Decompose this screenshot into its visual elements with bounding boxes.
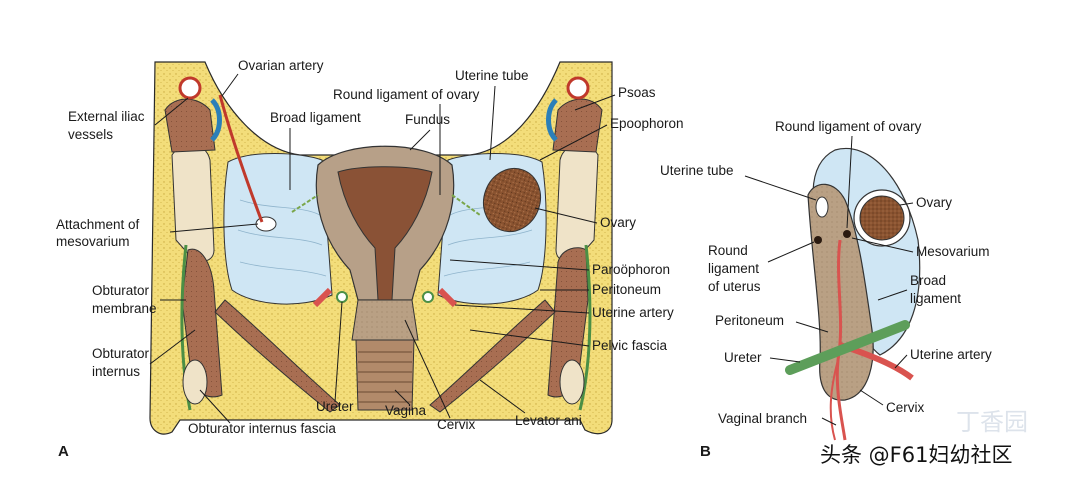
uterine-artery-left — [312, 287, 333, 308]
label-broad-ligament: Broad ligament — [270, 110, 361, 125]
label-external-iliac-2: vessels — [68, 127, 113, 142]
ovarian-artery-vessel — [218, 94, 264, 223]
label-paroophoron: Paroöphoron — [592, 262, 670, 277]
ovary-right — [483, 167, 541, 233]
label-psoas: Psoas — [618, 85, 656, 100]
round-ligament-uterus-b — [814, 236, 822, 244]
mesovarium-attachment — [255, 216, 277, 232]
label-b-cervix: Cervix — [886, 400, 925, 415]
label-obturator-internus-fascia: Obturator internus fascia — [188, 421, 336, 436]
left-iliac-vein — [210, 98, 222, 142]
source-watermark: 头条 @F61妇幼社区 — [820, 443, 1012, 467]
label-obturator-membrane-1: Obturator — [92, 283, 150, 298]
faint-logo-watermark: 丁香园 — [956, 408, 1028, 436]
broad-ligament-left — [223, 153, 333, 305]
label-b-broad-ligament-1: Broad — [910, 273, 946, 288]
label-b-round-lig-uterus-2: ligament — [708, 261, 759, 276]
vagina-rugae — [358, 351, 412, 403]
panel-a-leaders — [149, 73, 616, 424]
label-attachment-2: mesovarium — [56, 234, 130, 249]
label-fundus: Fundus — [405, 112, 450, 127]
label-b-ureter: Ureter — [724, 350, 762, 365]
label-b-uterine-artery: Uterine artery — [910, 347, 992, 362]
ureter-left — [336, 291, 348, 303]
left-levator-ani — [214, 299, 341, 413]
label-obturator-internus-2: internus — [92, 364, 140, 379]
label-b-mesovarium: Mesovarium — [916, 244, 990, 259]
label-b-peritoneum: Peritoneum — [715, 313, 784, 328]
label-b-broad-ligament-2: ligament — [910, 291, 961, 306]
label-b-uterine-tube: Uterine tube — [660, 163, 734, 178]
panel-a-labels: Ovarian artery External iliac vessels Br… — [56, 58, 684, 460]
panel-b-illustration — [785, 147, 921, 441]
left-ischium — [182, 359, 208, 405]
right-ischium — [559, 359, 585, 405]
panel-a-illustration — [149, 61, 613, 435]
label-vagina: Vagina — [385, 403, 427, 418]
label-uterine-artery: Uterine artery — [592, 305, 674, 320]
panel-b-labels: Round ligament of ovary Uterine tube Ova… — [660, 119, 992, 460]
broad-ligament-folds — [237, 199, 533, 277]
label-ovarian-artery: Ovarian artery — [238, 58, 324, 73]
left-psoas — [164, 98, 216, 153]
uterine-artery-b-vessel — [835, 239, 847, 441]
label-b-round-lig-uterus-1: Round — [708, 243, 748, 258]
label-ureter: Ureter — [316, 399, 354, 414]
round-ligament-ovary-b — [843, 230, 851, 238]
vagina-shape — [355, 339, 415, 411]
vaginal-branch-vessel — [829, 359, 839, 441]
label-pelvic-fascia: Pelvic fascia — [592, 338, 668, 353]
label-cervix: Cervix — [437, 417, 476, 432]
label-obturator-membrane-2: membrane — [92, 301, 157, 316]
label-b-round-lig-uterus-3: of uterus — [708, 279, 761, 294]
left-iliac-artery — [178, 76, 202, 100]
label-b-vaginal-branch: Vaginal branch — [718, 411, 807, 426]
right-psoas — [552, 98, 603, 153]
ovary-b — [859, 195, 905, 241]
label-attachment-1: Attachment of — [56, 217, 140, 232]
cervix-shape — [351, 299, 419, 341]
label-round-ligament-ovary: Round ligament of ovary — [333, 87, 480, 102]
label-b-round-ligament-ovary: Round ligament of ovary — [775, 119, 922, 134]
label-obturator-internus-1: Obturator — [92, 346, 150, 361]
label-ovary: Ovary — [600, 215, 636, 230]
right-iliac-artery — [566, 76, 590, 100]
round-ligament-left — [291, 194, 319, 213]
panel-b-letter: B — [700, 443, 711, 460]
label-levator-ani: Levator ani — [515, 413, 582, 428]
label-external-iliac-1: External iliac — [68, 109, 145, 124]
panel-a-letter: A — [58, 443, 69, 460]
uterine-artery-right — [437, 287, 458, 308]
uterine-cavity — [337, 166, 433, 301]
ureter-right — [422, 291, 434, 303]
ureter-b-vessel — [785, 320, 910, 375]
label-epoophoron: Epoophoron — [610, 116, 684, 131]
label-b-ovary: Ovary — [916, 195, 952, 210]
label-uterine-tube: Uterine tube — [455, 68, 529, 83]
right-obturator-internus — [547, 247, 589, 398]
right-obturator-membrane — [578, 244, 592, 411]
uterine-tube-b — [815, 196, 829, 218]
label-peritoneum: Peritoneum — [592, 282, 661, 297]
right-iliac-vein — [546, 98, 558, 142]
panel-b-leaders — [744, 135, 914, 426]
